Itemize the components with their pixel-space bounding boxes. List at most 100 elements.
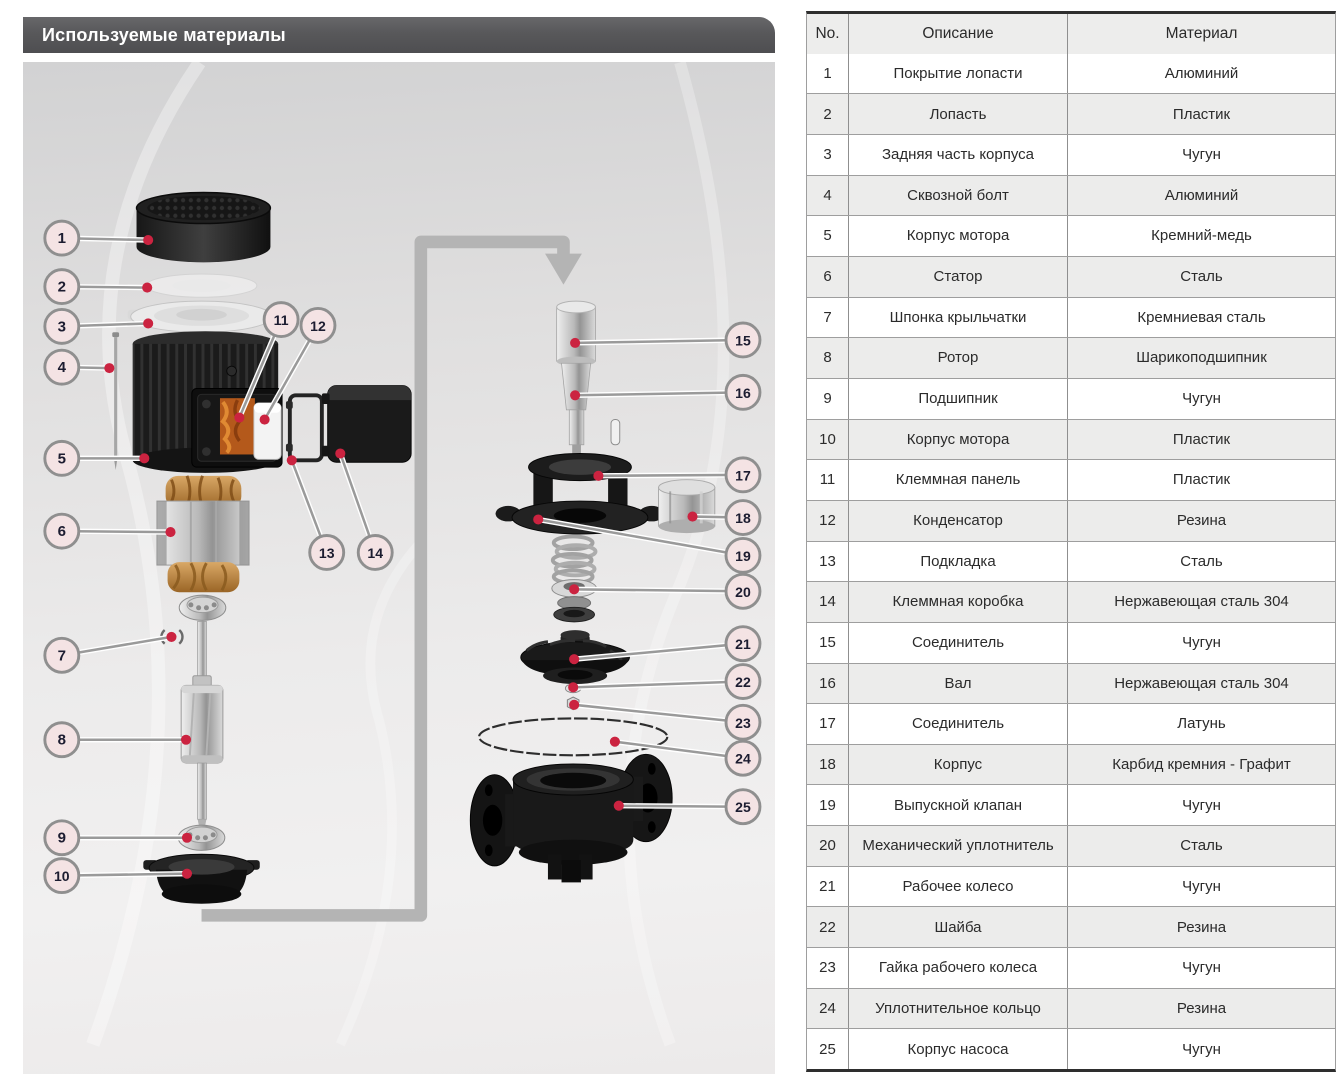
cell-description: Рабочее колесо bbox=[849, 866, 1068, 907]
cell-description: Корпус bbox=[849, 744, 1068, 785]
part-dot bbox=[613, 800, 624, 811]
cell-description: Клеммная коробка bbox=[849, 582, 1068, 622]
cell-no: 13 bbox=[807, 541, 849, 582]
part-dot bbox=[259, 414, 270, 425]
cell-material: Кремний-медь bbox=[1151, 227, 1252, 245]
callout-3: 3 bbox=[43, 307, 154, 345]
callout-number: 22 bbox=[735, 674, 751, 690]
cell-description: Корпус насоса bbox=[849, 1029, 1068, 1070]
cell-description: Покрытие лопасти bbox=[849, 53, 1068, 94]
cell-no: 4 bbox=[807, 175, 849, 216]
callout-number: 7 bbox=[58, 647, 66, 664]
callout-18: 18 bbox=[687, 499, 762, 536]
cell-material: Сталь bbox=[1180, 552, 1223, 570]
leader-line bbox=[598, 473, 743, 478]
table-header-row: No. Описание Материал bbox=[807, 14, 1335, 54]
callout-number: 11 bbox=[274, 312, 289, 328]
callout-number: 19 bbox=[735, 548, 751, 564]
callout-circle bbox=[724, 739, 762, 777]
cell-description: Механический уплотнитель bbox=[849, 826, 1068, 866]
cell-material: Пластик bbox=[1172, 430, 1231, 448]
callout-10: 10 bbox=[43, 857, 193, 895]
callout-16: 16 bbox=[570, 373, 762, 411]
cell-no: 11 bbox=[807, 460, 849, 500]
callout-12: 12 bbox=[259, 306, 337, 425]
cell-no: 12 bbox=[807, 500, 849, 541]
cell-no: 20 bbox=[807, 826, 849, 866]
col-header-no: No. bbox=[807, 14, 849, 54]
cell-description: Шпонка крыльчатки bbox=[849, 297, 1068, 338]
leader-line bbox=[61, 872, 188, 877]
cell-no: 3 bbox=[807, 134, 849, 175]
cell-no: 19 bbox=[807, 785, 849, 826]
callout-circle bbox=[724, 663, 762, 700]
cell-no: 2 bbox=[807, 94, 849, 134]
part-dot bbox=[570, 390, 581, 401]
cell-no: 22 bbox=[807, 907, 849, 948]
callout-number: 20 bbox=[735, 584, 751, 600]
assembly-flow-arrow bbox=[201, 235, 582, 922]
part-dot bbox=[181, 868, 193, 879]
part-dot bbox=[139, 453, 150, 464]
cell-description: Гайка рабочего колеса bbox=[849, 948, 1068, 988]
part-dot bbox=[687, 511, 698, 522]
callout-number: 3 bbox=[58, 318, 66, 335]
part-dot bbox=[180, 734, 192, 745]
callout-circle bbox=[43, 307, 81, 345]
callout-number: 13 bbox=[319, 545, 335, 561]
through-bolt-part bbox=[112, 332, 120, 470]
motor-housing-part bbox=[132, 331, 283, 473]
callout-circle bbox=[43, 439, 81, 477]
callout-circle bbox=[356, 534, 394, 571]
part-dot bbox=[181, 832, 193, 843]
part-dot bbox=[143, 318, 154, 329]
callout-23: 23 bbox=[569, 699, 762, 741]
part-dot bbox=[165, 527, 176, 538]
callout-circle bbox=[308, 534, 346, 571]
cell-material: Пластик bbox=[1172, 105, 1231, 123]
callout-number: 18 bbox=[735, 510, 751, 526]
cell-material: Чугун bbox=[1182, 796, 1221, 814]
cell-material: Алюминий bbox=[1164, 186, 1239, 204]
callout-circle bbox=[724, 499, 762, 536]
cell-material: Нержавеющая сталь 304 bbox=[1114, 593, 1289, 611]
cell-no: 9 bbox=[807, 378, 849, 419]
callout-circle bbox=[724, 456, 762, 494]
cell-no: 14 bbox=[807, 582, 849, 622]
part-dot bbox=[142, 282, 153, 293]
cell-description: Ротор bbox=[849, 338, 1068, 378]
fan-cover-part bbox=[135, 191, 272, 263]
callout-17: 17 bbox=[593, 456, 762, 494]
part-dot bbox=[569, 584, 580, 595]
cell-material: Чугун bbox=[1182, 390, 1221, 408]
shaft-part bbox=[561, 362, 621, 455]
callout-circle bbox=[262, 301, 300, 339]
cell-no: 25 bbox=[807, 1029, 849, 1070]
callout-8: 8 bbox=[43, 721, 192, 759]
cell-material: Чугун bbox=[1182, 959, 1221, 977]
callout-circle bbox=[724, 625, 762, 663]
rotor-part bbox=[180, 620, 224, 832]
cell-description: Выпускной клапан bbox=[849, 785, 1068, 826]
callout-circle bbox=[43, 721, 81, 759]
cell-no: 21 bbox=[807, 866, 849, 907]
callout-number: 10 bbox=[54, 868, 70, 884]
part-dot bbox=[533, 514, 544, 525]
callout-circle bbox=[43, 636, 81, 674]
callout-number: 8 bbox=[58, 732, 66, 749]
leader-line bbox=[575, 338, 744, 345]
cell-material: Чугун bbox=[1182, 146, 1221, 164]
cell-description: Подшипник bbox=[849, 378, 1068, 419]
